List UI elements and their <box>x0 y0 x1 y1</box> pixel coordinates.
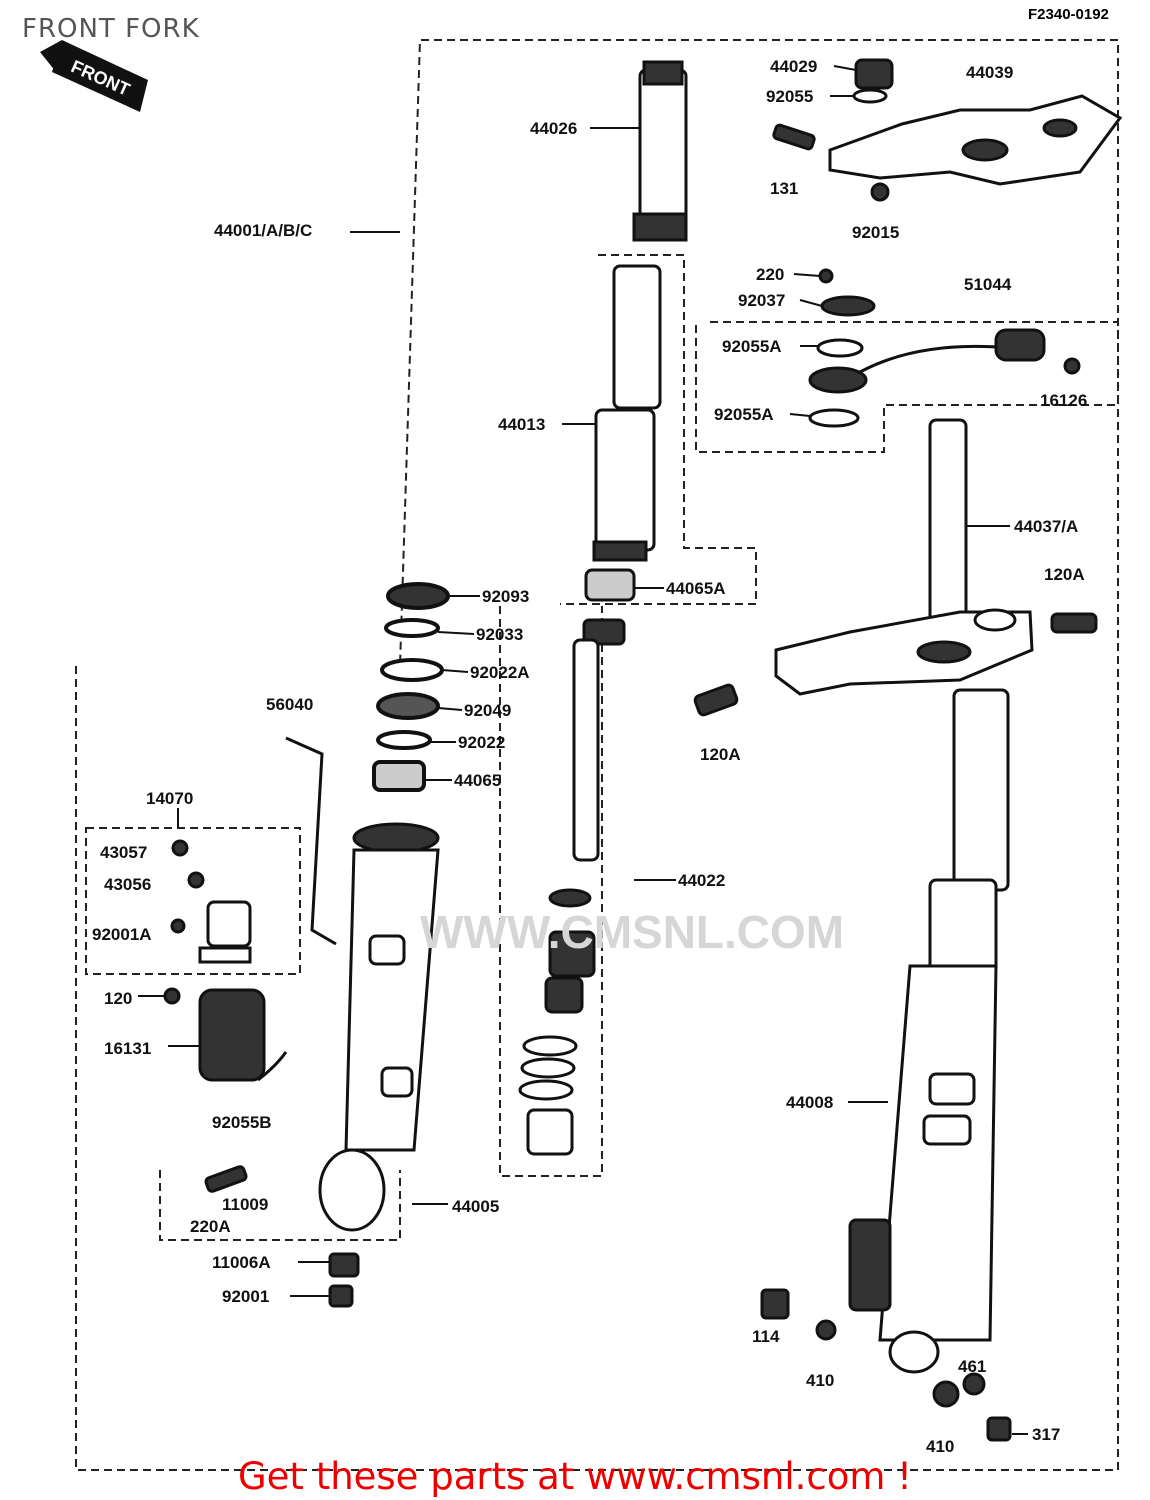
label-44008: 44008 <box>786 1093 833 1112</box>
label-44065a: 44065A <box>666 579 726 598</box>
label-14070: 14070 <box>146 789 193 808</box>
part-44026 <box>632 60 688 242</box>
diagram-code: F2340-0192 <box>1028 6 1109 23</box>
assembly-frame <box>75 39 1119 1471</box>
part-44005 <box>204 822 440 1308</box>
part-labels: 44029 44039 92055 44026 131 92015 44001/… <box>92 57 1087 1456</box>
label-461: 461 <box>958 1357 986 1376</box>
label-120a-right: 120A <box>1044 565 1085 584</box>
label-92055a-upper: 92055A <box>722 337 782 356</box>
watermark: WWW.CMSNL.COM <box>420 906 845 958</box>
label-43056: 43056 <box>104 875 151 894</box>
front-badge: FRONT <box>40 40 148 112</box>
label-92033: 92033 <box>476 625 523 644</box>
label-11009: 11009 <box>222 1195 268 1214</box>
label-92022: 92022 <box>458 733 505 752</box>
label-43057: 43057 <box>100 843 147 862</box>
label-120a-mid: 120A <box>700 745 741 764</box>
label-410-lower: 410 <box>926 1437 954 1456</box>
label-44026: 44026 <box>530 119 577 138</box>
label-114: 114 <box>752 1327 780 1346</box>
label-317: 317 <box>1032 1425 1060 1444</box>
label-92001: 92001 <box>222 1287 269 1306</box>
part-44037A <box>693 418 1098 717</box>
assembled-fork <box>760 688 1012 1442</box>
label-44065: 44065 <box>454 771 501 790</box>
label-44029: 44029 <box>770 57 817 76</box>
leader-lines <box>138 65 1028 1435</box>
label-44022: 44022 <box>678 871 725 890</box>
label-16126: 16126 <box>1040 391 1087 410</box>
footer-link[interactable]: Get these parts at www.cmsnl.com ! <box>237 1455 912 1498</box>
seal-stack <box>372 582 450 792</box>
label-92001a: 92001A <box>92 925 152 944</box>
label-56040: 56040 <box>266 695 313 714</box>
label-220a: 220A <box>190 1217 231 1236</box>
label-16131: 16131 <box>104 1039 151 1058</box>
label-131: 131 <box>770 179 798 198</box>
part-56040 <box>285 736 337 946</box>
label-92093: 92093 <box>482 587 529 606</box>
label-220: 220 <box>756 265 784 284</box>
label-44013: 44013 <box>498 415 545 434</box>
label-44005: 44005 <box>452 1197 499 1216</box>
label-92055a-lower: 92055A <box>714 405 774 424</box>
label-44001-a-b-c: 44001/A/B/C <box>214 221 312 240</box>
label-92049: 92049 <box>464 701 511 720</box>
label-92055: 92055 <box>766 87 813 106</box>
label-92015: 92015 <box>852 223 899 242</box>
part-44022 <box>518 618 626 1156</box>
label-410-upper: 410 <box>806 1371 834 1390</box>
part-16131 <box>163 839 288 1082</box>
part-44013 <box>592 264 662 562</box>
label-44037-a: 44037/A <box>1014 517 1078 536</box>
label-120: 120 <box>104 989 132 1008</box>
label-11006a: 11006A <box>212 1253 271 1272</box>
page-title: FRONT FORK <box>22 14 200 44</box>
part-44039 <box>772 58 1123 202</box>
label-92022a: 92022A <box>470 663 530 682</box>
label-51044: 51044 <box>964 275 1012 294</box>
label-92037: 92037 <box>738 291 785 310</box>
part-51044 <box>808 268 1081 428</box>
label-44039: 44039 <box>966 63 1013 82</box>
label-92055b: 92055B <box>212 1113 272 1132</box>
part-44065A <box>584 568 636 602</box>
